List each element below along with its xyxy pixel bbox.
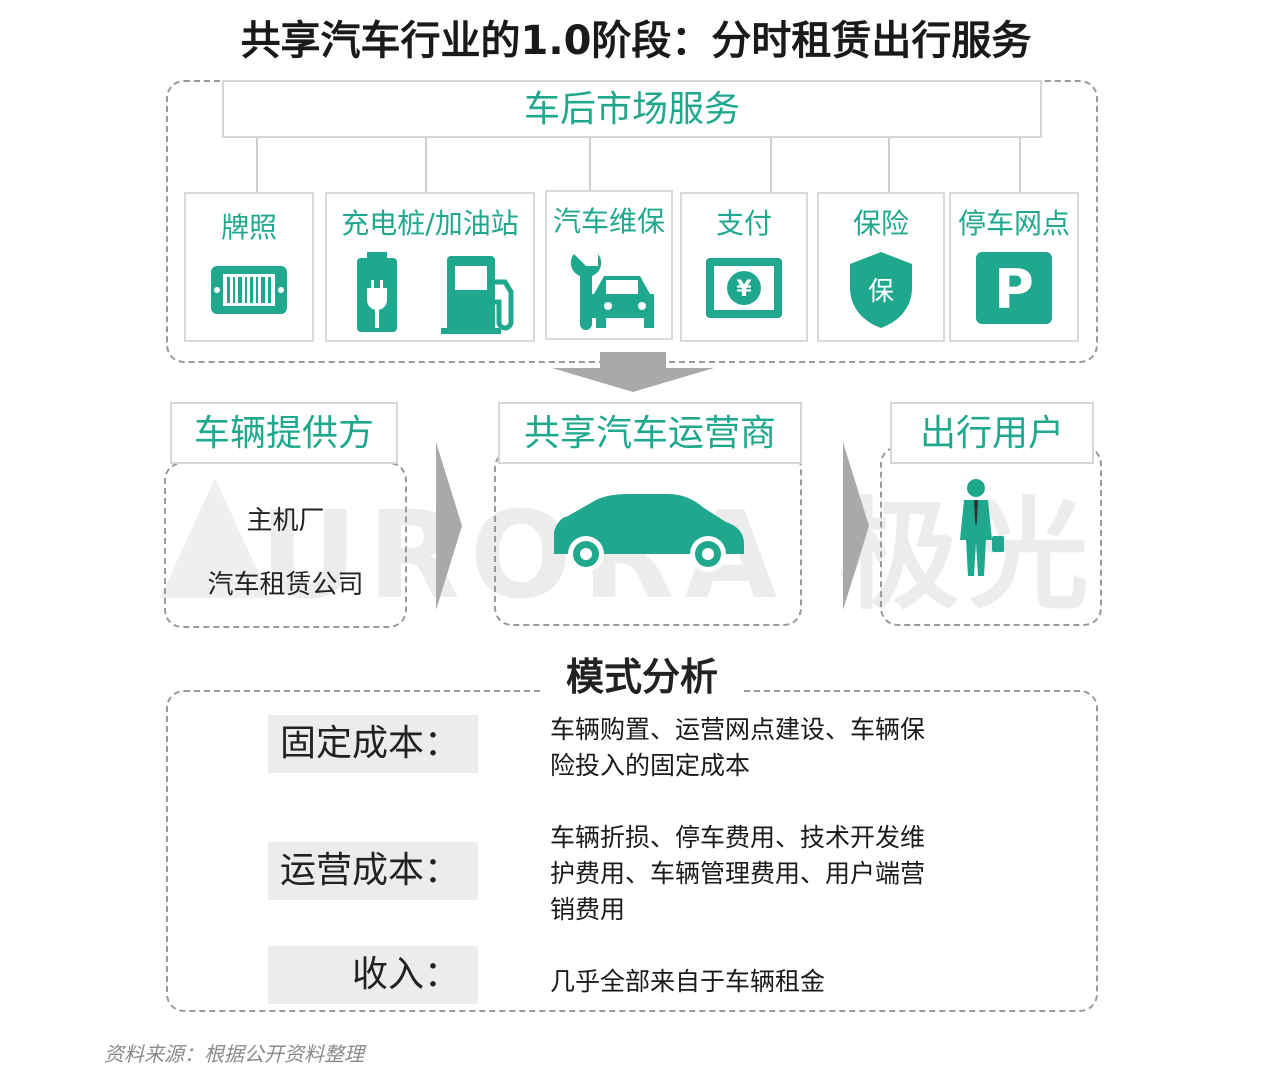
car-icon — [554, 494, 744, 572]
revenue-label: 收入： — [268, 946, 478, 1004]
aftermarket-header: 车后市场服务 — [222, 80, 1042, 138]
payment-icon: ¥ — [706, 258, 782, 318]
provider-title: 车辆提供方 — [170, 402, 398, 464]
fixed-cost-desc: 车辆购置、运营网点建设、车辆保 险投入的固定成本 — [550, 712, 1020, 784]
watermark-logo-icon — [160, 478, 270, 598]
right-arrow-icon — [843, 442, 869, 610]
charging-station-icon — [357, 252, 514, 334]
connector-line — [1019, 138, 1021, 193]
connector-line — [425, 138, 427, 193]
service-label: 牌照 — [220, 211, 277, 244]
source-note: 资料来源：根据公开资料整理 — [104, 1042, 364, 1066]
connector-line — [256, 138, 258, 193]
business-person-icon — [960, 479, 1004, 576]
analysis-title: 模式分析 — [542, 646, 742, 701]
service-charging: 充电桩/加油站 — [325, 192, 535, 342]
service-payment: 支付 ¥ — [680, 192, 808, 342]
provider-line: 汽车租赁公司 — [207, 570, 364, 600]
fixed-cost-label: 固定成本： — [268, 715, 478, 773]
service-parking: 停车网点 P — [949, 192, 1079, 342]
car-repair-icon — [570, 254, 654, 330]
provider-line: 主机厂 — [246, 506, 325, 536]
service-license: 牌照 — [184, 192, 314, 342]
service-label: 保险 — [852, 207, 909, 240]
connector-line — [888, 138, 890, 193]
service-insurance: 保险 保 — [817, 192, 945, 342]
license-plate-icon — [211, 266, 287, 314]
payment-glyph: ¥ — [736, 277, 752, 302]
user-title: 出行用户 — [890, 402, 1094, 464]
service-label: 停车网点 — [957, 207, 1070, 240]
down-arrow-icon — [552, 352, 714, 392]
operating-cost-label: 运营成本： — [268, 842, 478, 900]
page-title: 共享汽车行业的1.0阶段：分时租赁出行服务 — [240, 18, 1032, 64]
desc-line: 车辆购置、运营网点建设、车辆保 — [550, 715, 926, 744]
desc-line: 险投入的固定成本 — [550, 751, 751, 780]
service-label: 充电桩/加油站 — [341, 207, 519, 240]
right-arrow-icon — [436, 442, 462, 610]
revenue-desc: 几乎全部来自于车辆租金 — [550, 964, 1020, 1000]
service-label: 汽车维保 — [552, 205, 665, 238]
connector-line — [589, 138, 591, 193]
operating-cost-desc: 车辆折损、停车费用、技术开发维 护费用、车辆管理费用、用户端营 销费用 — [550, 820, 1020, 928]
desc-line: 销费用 — [550, 895, 626, 924]
desc-line: 几乎全部来自于车辆租金 — [550, 967, 826, 996]
parking-glyph: P — [994, 258, 1034, 321]
service-label: 支付 — [715, 207, 772, 240]
insurance-glyph: 保 — [868, 277, 894, 307]
service-repair: 汽车维保 — [545, 190, 673, 340]
insurance-shield-icon: 保 — [850, 252, 912, 328]
parking-icon: P — [976, 252, 1052, 324]
provider-container — [164, 462, 407, 628]
desc-line: 护费用、车辆管理费用、用户端营 — [550, 859, 926, 888]
desc-line: 车辆折损、停车费用、技术开发维 — [550, 823, 926, 852]
operator-title: 共享汽车运营商 — [498, 402, 802, 464]
connector-line — [770, 138, 772, 193]
